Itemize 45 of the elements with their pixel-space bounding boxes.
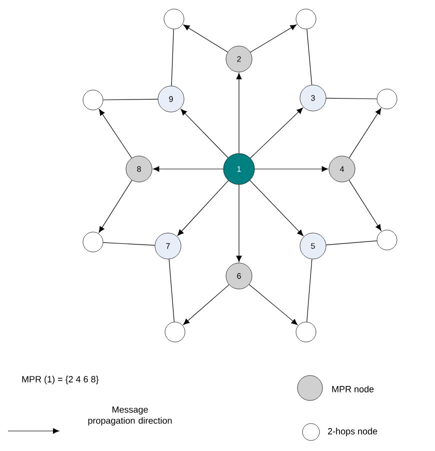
arrow <box>254 166 328 172</box>
link-line <box>168 258 174 322</box>
two-hop-node <box>164 322 186 342</box>
neighbor-node: 5 <box>300 232 326 260</box>
arrow <box>177 180 229 236</box>
arrow <box>152 166 224 172</box>
mpr-node: 2 <box>226 46 252 72</box>
arrow <box>236 73 242 154</box>
formula-text: MPR (1) = {2 4 6 8} <box>22 376 99 384</box>
two-hop-node <box>296 8 316 30</box>
arrow <box>98 109 132 158</box>
legend-text: Message propagation direction <box>88 406 172 426</box>
arrow <box>248 284 298 326</box>
two-hop-node <box>376 230 398 250</box>
source-node: 1 <box>223 153 255 185</box>
mpr-node: 4 <box>328 156 356 182</box>
link-line <box>326 98 378 100</box>
two-hop-node <box>164 8 184 30</box>
two-hop-node <box>296 322 316 342</box>
arrow <box>183 24 228 52</box>
arrow <box>250 108 303 158</box>
arrow <box>250 180 304 236</box>
two-hop-node <box>82 232 104 252</box>
arrow <box>180 108 228 158</box>
two-hop-node <box>82 90 104 110</box>
link-line <box>102 98 158 100</box>
arrow <box>348 180 382 231</box>
mpr-node: 6 <box>226 262 252 290</box>
arrow <box>98 180 132 233</box>
arrow <box>236 184 242 262</box>
neighbor-node: 3 <box>300 84 326 112</box>
arrow <box>348 108 382 158</box>
link-line <box>306 258 312 322</box>
legend-text: 2-hops node <box>328 428 378 436</box>
legend-text: MPR node <box>332 386 374 392</box>
two-hop-node <box>376 88 398 110</box>
mpr-node: 8 <box>126 156 152 182</box>
link-line <box>171 28 174 86</box>
arrow <box>183 284 230 325</box>
link-line <box>102 242 156 246</box>
link-line <box>326 240 378 246</box>
arrow <box>250 24 297 53</box>
neighbor-node: 9 <box>158 86 184 112</box>
neighbor-node: 7 <box>154 232 182 260</box>
link-line <box>306 28 312 86</box>
